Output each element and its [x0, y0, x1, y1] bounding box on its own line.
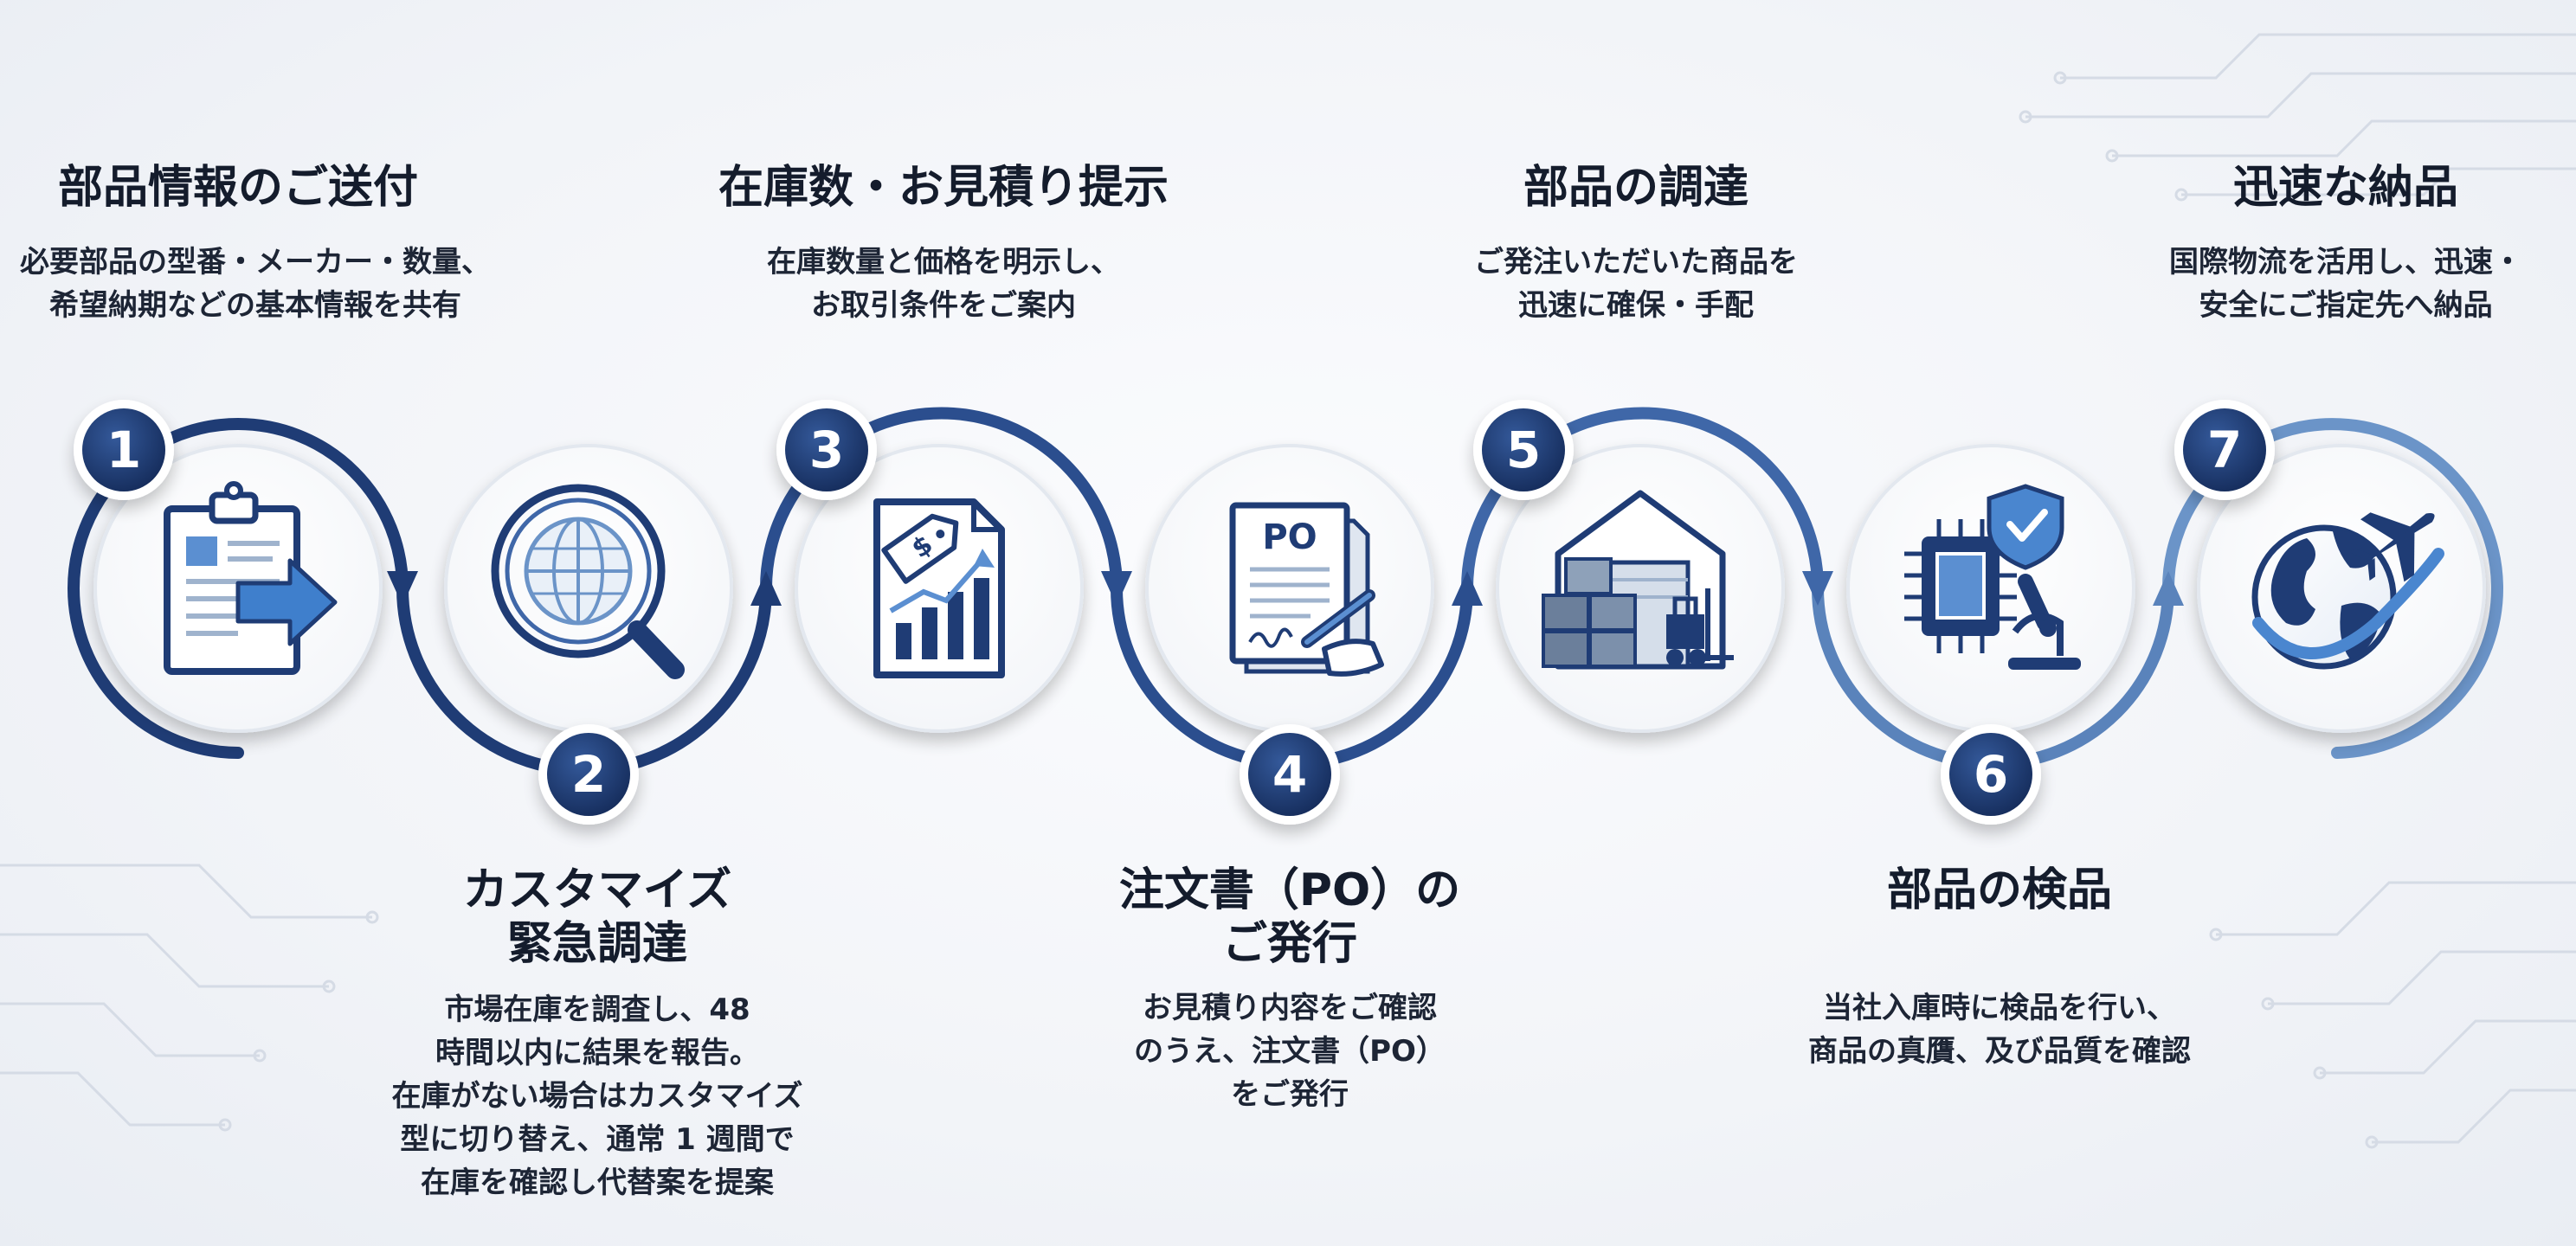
step-3-badge: 3 [776, 400, 877, 500]
arrowhead-6 [2153, 571, 2184, 606]
globe-search-icon [491, 484, 685, 679]
step-4-description: お見積り内容をご確認 のうえ、注文書（PO） をご発行 [1134, 991, 1446, 1112]
step-1-description: 必要部品の型番・メーカー・数量、 希望納期などの基本情報を共有 [20, 245, 491, 323]
step-4-title: 注文書（PO）の ご発行 [1118, 864, 1461, 970]
step-7-description: 国際物流を活用し、迅速・ 安全にご指定先へ納品 [2169, 245, 2522, 323]
arrowheads [387, 571, 2184, 606]
price-chart-document-icon: $ [873, 498, 1005, 678]
step-1-number: 1 [106, 421, 141, 479]
step-6-number: 6 [1974, 745, 2008, 804]
step-1-title: 部品情報のご送付 [57, 162, 418, 214]
arrowhead-3 [1101, 571, 1132, 606]
step-5-badge: 5 [1473, 400, 1574, 500]
po-signature-icon: PO [1229, 502, 1384, 677]
circuit-decoration [0, 33, 2576, 1149]
step-2-description: 市場在庫を調査し、48 時間以内に結果を報告。 在庫がない場合はカスタマイズ 型… [391, 992, 803, 1200]
step-5-number: 5 [1506, 421, 1541, 479]
step-3-title: 在庫数・お見積り提示 [718, 162, 1169, 214]
step-7-badge: 7 [2174, 400, 2275, 500]
arrowhead-4 [1452, 571, 1483, 606]
arrowhead-5 [1802, 571, 1833, 606]
step-3-description: 在庫数量と価格を明示し、 お取引条件をご案内 [767, 245, 1120, 323]
step-1-badge: 1 [74, 400, 174, 500]
warehouse-forklift-icon [1542, 490, 1734, 670]
chip-inspection-icon [1904, 484, 2081, 670]
step-2-title: カスタマイズ 緊急調達 [462, 864, 732, 970]
step-6-title: 部品の検品 [1886, 864, 2112, 916]
step-4-badge: 4 [1240, 724, 1340, 825]
step-7-title: 迅速な納品 [2232, 162, 2458, 214]
arrowhead-1 [387, 571, 418, 606]
step-7-number: 7 [2207, 421, 2242, 479]
arrowhead-2 [750, 571, 782, 606]
step-5-title: 部品の調達 [1523, 162, 1748, 214]
step-6-badge: 6 [1941, 724, 2041, 825]
step-4-number: 4 [1272, 745, 1307, 804]
globe-airplane-icon [2251, 512, 2444, 670]
po-label: PO [1262, 517, 1317, 557]
clipboard-send-icon [164, 481, 338, 675]
step-6-description: 当社入庫時に検品を行い、 商品の真贋、及び品質を確認 [1808, 991, 2191, 1069]
step-2-badge: 2 [538, 724, 639, 825]
arc-5 [1461, 407, 1824, 594]
step-2-number: 2 [571, 745, 606, 804]
step-3-number: 3 [809, 421, 844, 479]
step-number-badges: 1 2 3 4 5 [74, 400, 2275, 825]
arc-3 [760, 407, 1123, 594]
step-5-description: ご発注いただいた商品を 迅速に確保・手配 [1474, 245, 1798, 323]
